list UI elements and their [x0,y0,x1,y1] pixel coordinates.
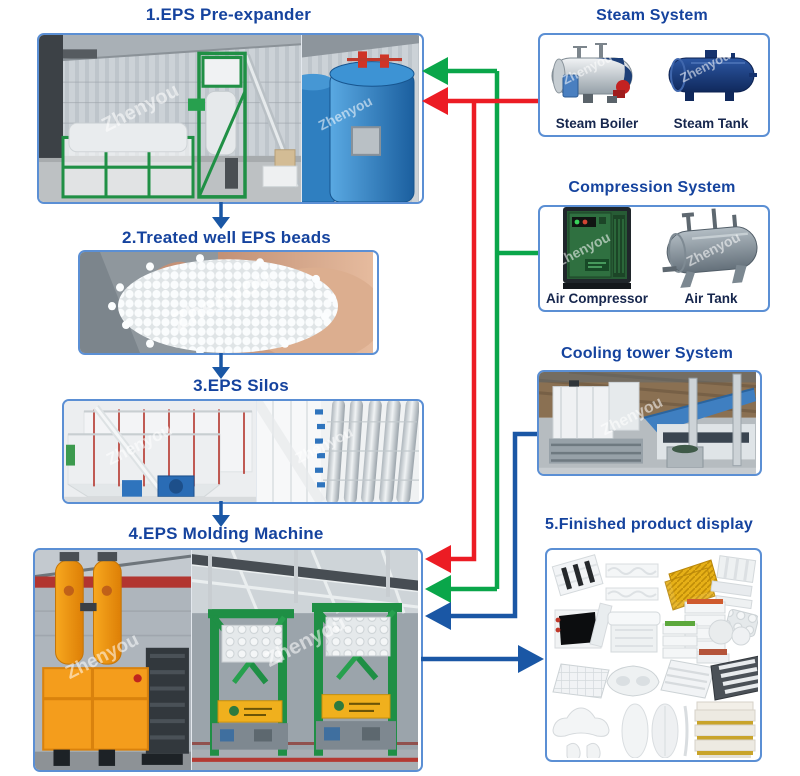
product-tv-packaging-icon [554,602,613,649]
product-molding-strips-icon [605,563,659,601]
molding-machines-row-photo: Zhenyou [191,550,418,770]
finished-product-title: 5.Finished product display [545,516,753,533]
steam-tank-icon: Zhenyou [654,35,768,116]
product-helmet-soles-icon [552,707,610,758]
steam-boiler-icon: Zhenyou [540,35,654,116]
product-boat-tray-icon [606,665,660,697]
step-title-pre-expander: 1.EPS Pre-expander [145,5,312,24]
product-dotted-panel-icon [660,659,716,699]
steam-tank-item: Zhenyou Steam Tank [654,35,768,135]
steam-system-box: Zhenyou Steam Boiler Zhenyou Steam Tank [538,33,770,137]
step-title-molding-machine: 4.EPS Molding Machine [128,524,324,543]
pre-expander-tanks-photo: Zhenyou [301,35,419,202]
finished-products-grid-icon [551,554,758,758]
steam-boiler-item: Zhenyou Steam Boiler [540,35,654,135]
product-packaging-blocks-icon [710,555,757,610]
steam-boiler-label: Steam Boiler [555,116,639,131]
air-compressor-icon: Zhenyou [540,207,654,291]
air-tank-item: Zhenyou Air Tank [654,207,768,310]
air-tank-icon: Zhenyou [654,207,768,291]
steam-supply-line [422,87,538,573]
product-waffle-panel-icon [552,663,610,699]
product-produce-boxes-icon [662,599,730,664]
air-tank-label: Air Tank [684,291,738,306]
steam-system-title: Steam System [596,7,708,24]
finished-product-box [545,548,762,762]
product-spheres-tray-icon [708,609,758,646]
product-foam-box-icon [607,611,661,653]
cooling-tower-photo: Zhenyou [539,372,756,474]
product-surfboards-icon [621,703,689,758]
air-supply-line [422,57,538,603]
photo-box-eps-silos: Zhenyou [62,399,424,504]
silo-bags-photo: Zhenyou [64,401,256,502]
compression-system-title: Compression System [568,179,736,196]
shape-molding-machine-photo: Zhenyou [35,550,191,770]
air-compressor-item: Zhenyou Air Compressor [540,207,654,310]
cooling-tower-system-title: Cooling tower System [560,345,734,362]
process-flow-arrow-1 [212,202,230,229]
pre-expander-machine-photo: Zhenyou [39,35,301,202]
step-title-beads: 2.Treated well EPS beads [122,228,331,247]
steam-tank-label: Steam Tank [673,116,749,131]
product-icf-block-icon [551,554,604,597]
air-compressor-label: Air Compressor [545,291,649,306]
eps-beads-photo: Zhenyou [80,252,373,353]
photo-box-pre-expander: Zhenyou Zhenyou [37,33,424,204]
cooling-supply-line [425,431,537,630]
silo-pipes-photo: Zhenyou [256,401,419,502]
photo-box-eps-beads: Zhenyou [78,250,379,355]
step-title-silos: 3.EPS Silos [193,376,289,395]
product-insert-pack-icon [710,655,758,701]
product-flow-arrow [421,645,544,673]
compression-system-box: Zhenyou Air Compressor [538,205,770,312]
photo-box-molding-machine: Zhenyou [33,548,423,772]
product-beehive-box-icon [694,701,756,758]
cooling-tower-photo-box: Zhenyou [537,370,762,476]
